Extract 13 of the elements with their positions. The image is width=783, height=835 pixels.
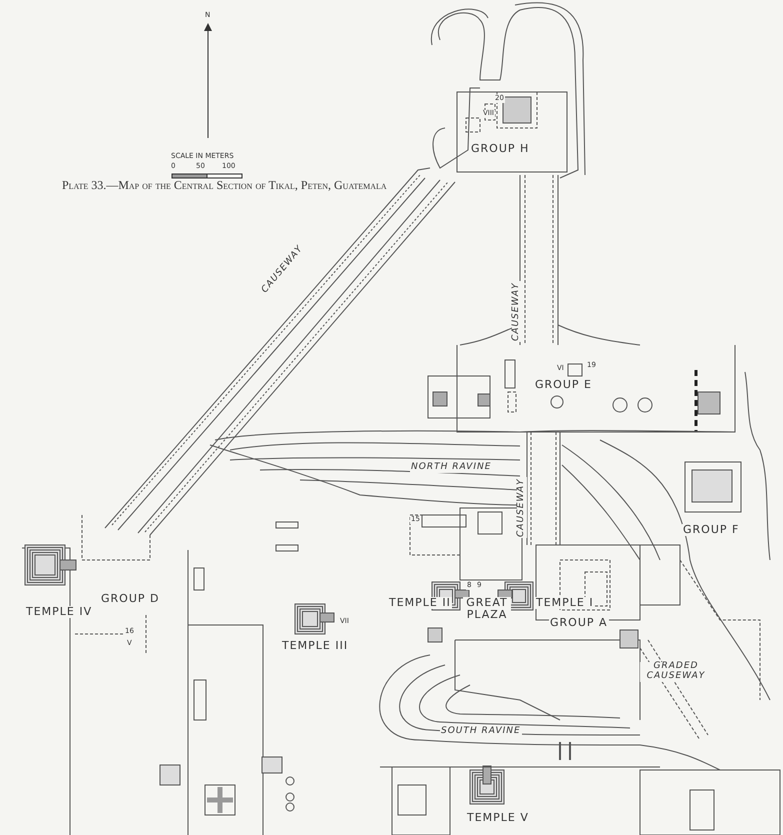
temple-label: TEMPLE II: [388, 597, 452, 610]
temple-label: TEMPLE I: [535, 597, 595, 610]
group-label: GROUP A: [549, 617, 609, 630]
group-label: GROUP E: [534, 379, 593, 392]
group-label: GROUP F: [682, 524, 740, 536]
plate-caption: Plate 33.—Map of the Central Section of Tikal, Peten, Guatemala: [62, 178, 388, 193]
ravine-label: NORTH RAVINE: [410, 463, 492, 473]
causeway-label: CAUSEWAY: [512, 281, 522, 342]
ravine-label: SOUTH RAVINE: [440, 727, 522, 737]
group-label: GROUP D: [100, 593, 160, 606]
group-label: GROUP H: [470, 143, 530, 156]
temple-label: TEMPLE IV: [25, 606, 94, 618]
causeway-label: CAUSEWAY: [517, 477, 527, 538]
